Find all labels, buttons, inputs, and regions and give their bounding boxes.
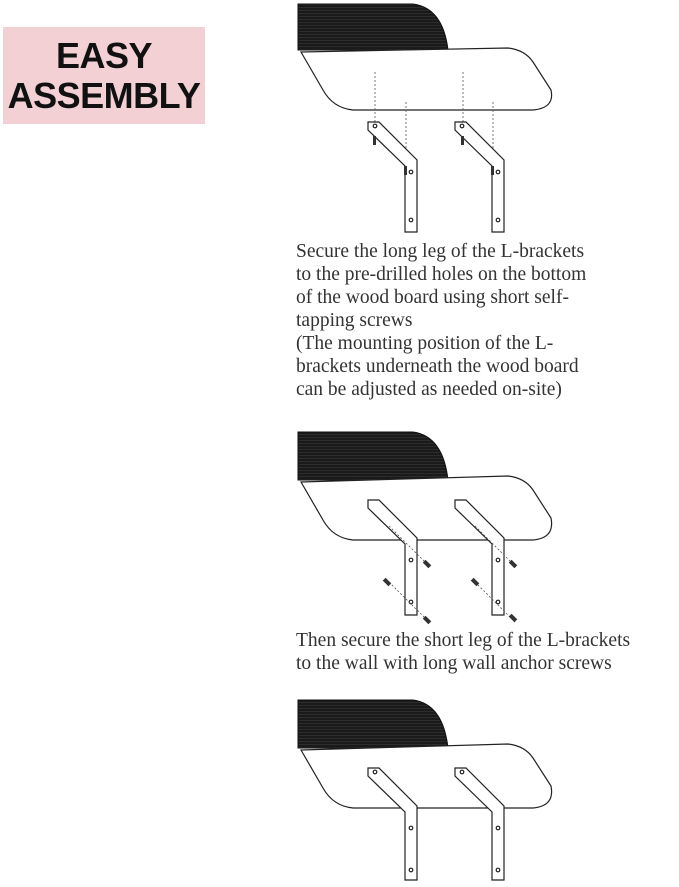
step-1-line-1: Secure the long leg of the L-brackets [296,241,585,262]
step-1-instructions: Secure the long leg of the L-brackets to… [296,240,679,401]
wood-board [299,475,553,541]
step-2-illustration [297,431,553,625]
step-2-line-1: Then secure the short leg of the L-brack… [296,630,631,651]
step-1-line-4: tapping screws [296,310,413,331]
dashed-guides [374,72,494,168]
step-1-line-2: to the pre-drilled holes on the bottom [296,264,587,285]
back-panel [297,3,449,51]
wood-board [299,47,553,111]
easy-assembly-badge: EASY ASSEMBLY [3,27,205,124]
l-bracket-right [454,767,505,881]
step-1-line-7: can be adjusted as needed on-site) [296,379,562,400]
wood-board [299,743,553,809]
wall-anchor-guides [388,525,516,623]
back-panel [297,699,449,749]
step-1-line-3: of the wood board using short self- [296,287,569,308]
wall-anchor-screws [382,559,518,625]
l-bracket-right [454,499,505,616]
badge-line-2: ASSEMBLY [7,74,201,116]
l-bracket-left [367,767,418,881]
step-1-illustration [297,3,553,233]
badge-line-1: EASY [55,34,153,76]
short-screws [373,136,494,175]
back-panel [297,431,449,481]
step-1-line-5: (The mounting position of the L- [296,333,554,354]
step-1-line-6: brackets underneath the wood board [296,356,579,377]
step-2-line-2: to the wall with long wall anchor screws [296,653,612,674]
step-2-instructions: Then secure the short leg of the L-brack… [296,629,679,675]
finished-shelf-illustration [297,699,553,881]
